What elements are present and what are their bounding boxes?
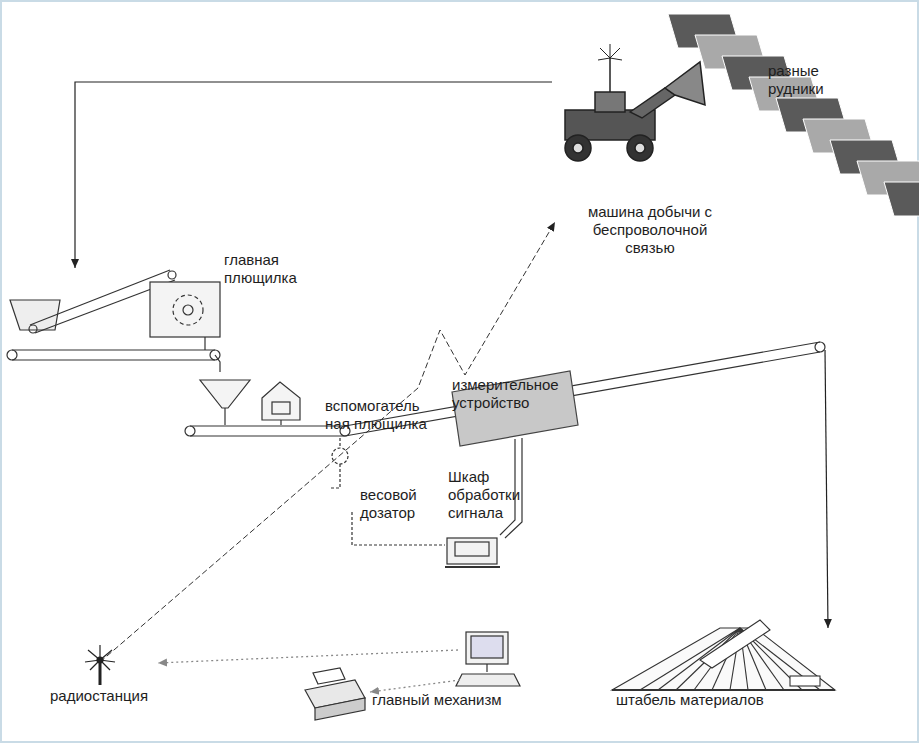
measuring-device [452, 371, 578, 446]
main-computer [456, 632, 520, 686]
part-label: весовой дозатор [360, 486, 430, 522]
part-label: измерительное устройство [452, 376, 572, 412]
part-label: главный механизм [372, 691, 522, 709]
part-label: машина добычи с беспроволочной связью [575, 203, 725, 257]
stockpile [612, 620, 835, 690]
feed-line [75, 82, 552, 268]
radio-link [100, 222, 555, 662]
mines-stack [668, 14, 919, 216]
part-label: разные рудники [768, 62, 868, 98]
part-label: главная плющилка [224, 251, 314, 287]
printer [305, 668, 365, 720]
mine-slab [884, 182, 919, 216]
weigh-doser [330, 438, 445, 545]
part-label: Шкаф обработки сигнала [448, 468, 548, 522]
part-label: штабель материалов [616, 691, 776, 709]
mining-machine [565, 44, 705, 161]
discharge-line [825, 350, 828, 628]
data-line [158, 650, 458, 663]
pile-stroke [658, 628, 740, 690]
print-line [370, 680, 460, 692]
main-crusher [7, 270, 220, 372]
part-label: радиостанция [50, 687, 160, 705]
radio-station [85, 645, 115, 685]
part-label: вспомогатель ная плющилка [325, 397, 437, 433]
